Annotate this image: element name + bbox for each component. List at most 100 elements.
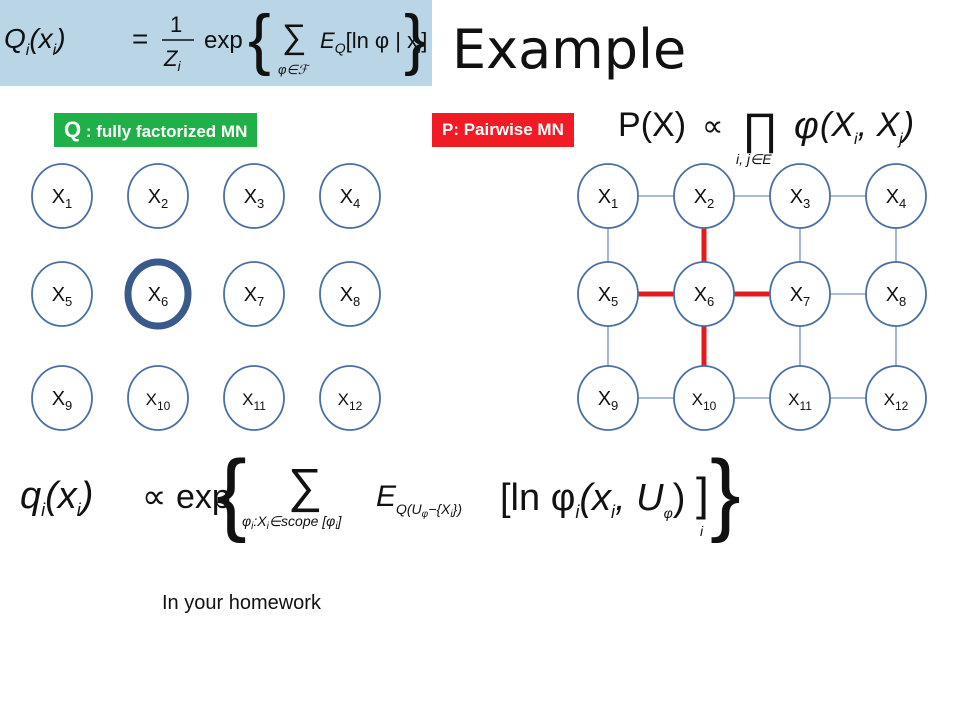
- left-node-11: X11: [223, 365, 285, 431]
- left-node-11-circle: [223, 365, 285, 431]
- fb-bracket-args3: ): [673, 477, 686, 519]
- fp-prop: ∝: [702, 110, 723, 143]
- left-node-8-circle: [319, 261, 381, 327]
- formula-p-definition: P(X) ∝ ∏ i, j∈E φ (Xi, Xj): [618, 105, 914, 167]
- right-node-5-circle: [577, 261, 639, 327]
- fb-sum-sub: φ: [242, 513, 251, 529]
- fb-outer-sub: i: [700, 523, 704, 539]
- svg-text:Q(Uφ−{Xi}): Q(Uφ−{Xi}): [396, 501, 462, 520]
- right-node-10-label: X10: [692, 390, 717, 413]
- left-node-10: X10: [127, 365, 189, 431]
- right-node-10: X10: [673, 365, 735, 431]
- right-node-2: X2: [673, 163, 735, 229]
- right-node-12-circle: [865, 365, 927, 431]
- ft-bracket-sub: i: [418, 40, 422, 56]
- right-node-3-circle: [769, 163, 831, 229]
- ft-lhs-arg-sub: i: [53, 42, 57, 59]
- right-node-6-label: X6: [694, 284, 715, 309]
- left-node-6-label: X6: [148, 284, 169, 309]
- svg-text:EQ[ln φ | xi]: EQ[ln φ | xi]: [320, 28, 427, 56]
- fp-prod-sub: i, j∈E: [736, 151, 772, 167]
- left-node-1: X1: [31, 163, 93, 229]
- fb-arg: (x: [45, 475, 79, 517]
- ft-expectation: E: [320, 28, 335, 53]
- fb-bracket: [ln φ: [500, 477, 575, 519]
- right-node-9: X9: [577, 365, 639, 431]
- fp-args-open: (X: [820, 106, 855, 144]
- right-node-9-label: X9: [598, 388, 619, 413]
- fb-arg-sub: i: [77, 500, 82, 520]
- left-node-5-label: X5: [52, 284, 73, 309]
- ft-lhs-sub: i: [26, 42, 30, 59]
- left-node-2-circle: [127, 163, 189, 229]
- left-node-3-circle: [223, 163, 285, 229]
- fp-args-close: ): [899, 106, 914, 144]
- ft-equals: =: [132, 23, 148, 54]
- svg-text:Qi(xi): Qi(xi): [4, 23, 66, 59]
- ft-sum: ∑: [282, 18, 306, 56]
- ft-bracket-close: ]: [421, 28, 427, 53]
- ft-bracket: [ln φ | x: [346, 28, 419, 53]
- left-node-1-label: X1: [52, 186, 73, 211]
- right-node-4-circle: [865, 163, 927, 229]
- left-node-10-label: X10: [146, 390, 171, 413]
- ft-expectation-sub: Q: [335, 40, 346, 56]
- page-title: Example: [452, 18, 687, 81]
- fb-exp: exp: [176, 478, 231, 516]
- q-label-text: : fully factorized MN: [81, 122, 248, 141]
- ft-sum-sub: φ∈ℱ: [278, 62, 311, 77]
- right-node-3-label: X3: [790, 186, 811, 211]
- left-node-6-circle: [124, 258, 192, 330]
- ft-lhs: Q: [4, 23, 26, 54]
- ft-brace-open: {: [248, 1, 271, 77]
- right-node-6: X6: [673, 261, 735, 327]
- right-node-8-circle: [865, 261, 927, 327]
- right-node-7-circle: [769, 261, 831, 327]
- fp-arg: (X): [641, 106, 686, 144]
- left-node-7-label: X7: [244, 284, 265, 309]
- left-node-12-label: X12: [338, 390, 363, 413]
- fb-exp-sub2: φ: [422, 509, 429, 520]
- fb-bracket-args2: , U: [615, 477, 664, 519]
- left-node-4: X4: [319, 163, 381, 229]
- svg-text:φi:Xi∈scope [φi]: φi:Xi∈scope [φi]: [242, 513, 343, 532]
- left-node-6: X6: [124, 258, 192, 330]
- left-node-5: X5: [31, 261, 93, 327]
- fb-sum-sub4: i: [267, 521, 270, 532]
- fb-sum: ∑: [288, 460, 322, 513]
- left-node-8-label: X8: [340, 284, 361, 309]
- left-node-1-circle: [31, 163, 93, 229]
- right-node-2-label: X2: [694, 186, 715, 211]
- fp-p: P: [618, 106, 641, 144]
- left-node-7-circle: [223, 261, 285, 327]
- right-node-12: X12: [865, 365, 927, 431]
- svg-text:Zi: Zi: [163, 46, 181, 74]
- right-node-6-circle: [673, 261, 735, 327]
- ft-lhs-arg-close: ): [53, 23, 65, 54]
- ft-exp: exp: [204, 27, 243, 54]
- formula-q-update: qi(xi) ∝ exp { ∑ φi:Xi∈scope [φi] E Q(Uφ…: [20, 444, 740, 544]
- fb-exp-sub3: −{X: [428, 501, 451, 517]
- fp-arg-j: j: [897, 131, 903, 148]
- right-graph-edges: [607, 195, 897, 399]
- fb-prop: ∝: [142, 478, 166, 516]
- fp-arg-i: i: [854, 131, 858, 148]
- fb-exp-sub: Q(U: [396, 501, 423, 517]
- left-node-4-label: X4: [340, 186, 361, 211]
- fb-q: q: [20, 475, 41, 517]
- fb-brace-close: }: [710, 444, 740, 544]
- svg-text:P(X): P(X): [618, 106, 686, 144]
- ft-frac-den: Z: [163, 46, 179, 71]
- fb-bracket-close: ]: [696, 468, 709, 520]
- left-node-2: X2: [127, 163, 189, 229]
- fb-bracket-args: (x: [579, 477, 613, 519]
- right-node-4-label: X4: [886, 186, 907, 211]
- right-node-11-circle: [769, 365, 831, 431]
- q-label: Q : fully factorized MN: [54, 113, 258, 147]
- ft-brace-close: }: [404, 1, 427, 77]
- right-node-4: X4: [865, 163, 927, 229]
- fb-sum-sub3: :X: [253, 513, 267, 529]
- right-node-7: X7: [769, 261, 831, 327]
